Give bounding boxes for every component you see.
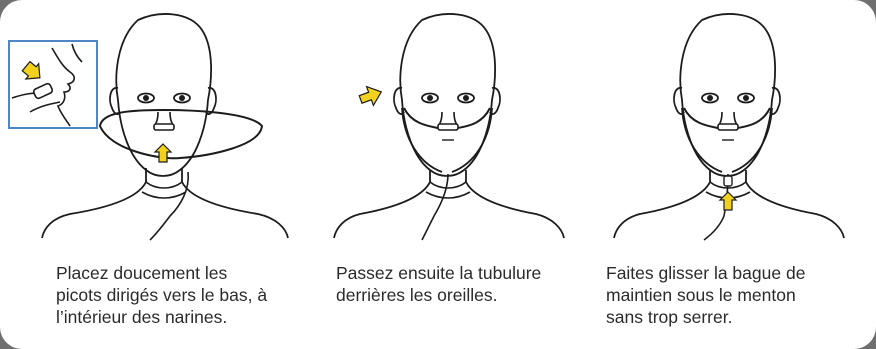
step-2-caption: Passez ensuite la tubulure derrières les… [336, 262, 541, 306]
step-3-caption: Faites glisser la bague de maintien sous… [606, 262, 805, 328]
step-1-panel: Placez doucement les picots dirigés vers… [30, 0, 300, 349]
up-arrow-icon [718, 191, 738, 211]
caption-line: l’intérieur des narines. [56, 307, 228, 327]
step-1-figure-illustration [41, 13, 289, 241]
step-2-figure-illustration [333, 13, 565, 241]
nasal-prong-detail-inset [8, 40, 98, 129]
up-arrow-icon [153, 143, 173, 163]
caption-line: picots dirigés vers le bas, à [56, 285, 268, 305]
step-3-panel: Faites glisser la bague de maintien sous… [600, 0, 870, 349]
nose-profile-illustration [11, 43, 83, 127]
caption-line: Faites glisser la bague de [606, 263, 806, 283]
pointer-arrow-icon [21, 60, 41, 80]
step-2-panel: Passez ensuite la tubulure derrières les… [330, 0, 580, 349]
step-1-caption: Placez doucement les picots dirigés vers… [56, 262, 267, 328]
caption-line: Placez doucement les [56, 263, 228, 283]
caption-line: derrières les oreilles. [336, 285, 498, 305]
step-3-figure-illustration [613, 13, 845, 241]
caption-line: maintien sous le menton [606, 285, 796, 305]
pointer-arrow-icon [358, 85, 383, 107]
caption-line: Passez ensuite la tubulure [336, 263, 542, 283]
caption-line: sans trop serrer. [606, 307, 733, 327]
